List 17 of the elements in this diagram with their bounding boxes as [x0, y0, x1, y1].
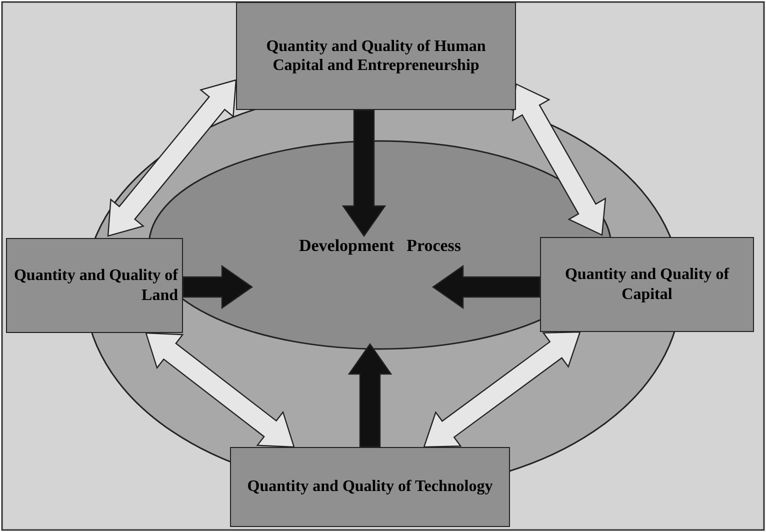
factor-box — [236, 2, 516, 110]
node-label: Quantity and Quality of Capital — [564, 265, 730, 304]
factor-box — [230, 447, 510, 527]
double-arrow — [107, 79, 237, 237]
double-arrow — [423, 331, 581, 448]
arrow — [342, 109, 386, 238]
double-arrow — [145, 332, 295, 448]
node-label: Development Process — [298, 236, 462, 256]
arrow — [432, 264, 541, 310]
node-label: Quantity and Quality of Technology — [247, 477, 493, 497]
double-arrow — [512, 83, 606, 236]
node-label: Quantity and Quality of Human Capital and Entrepreneurship — [265, 36, 487, 76]
arrow — [182, 264, 254, 310]
arrow — [348, 342, 392, 448]
factor-box — [6, 238, 183, 333]
factor-box — [540, 237, 754, 332]
node-label: Quantity and Quality of Land — [12, 266, 178, 305]
